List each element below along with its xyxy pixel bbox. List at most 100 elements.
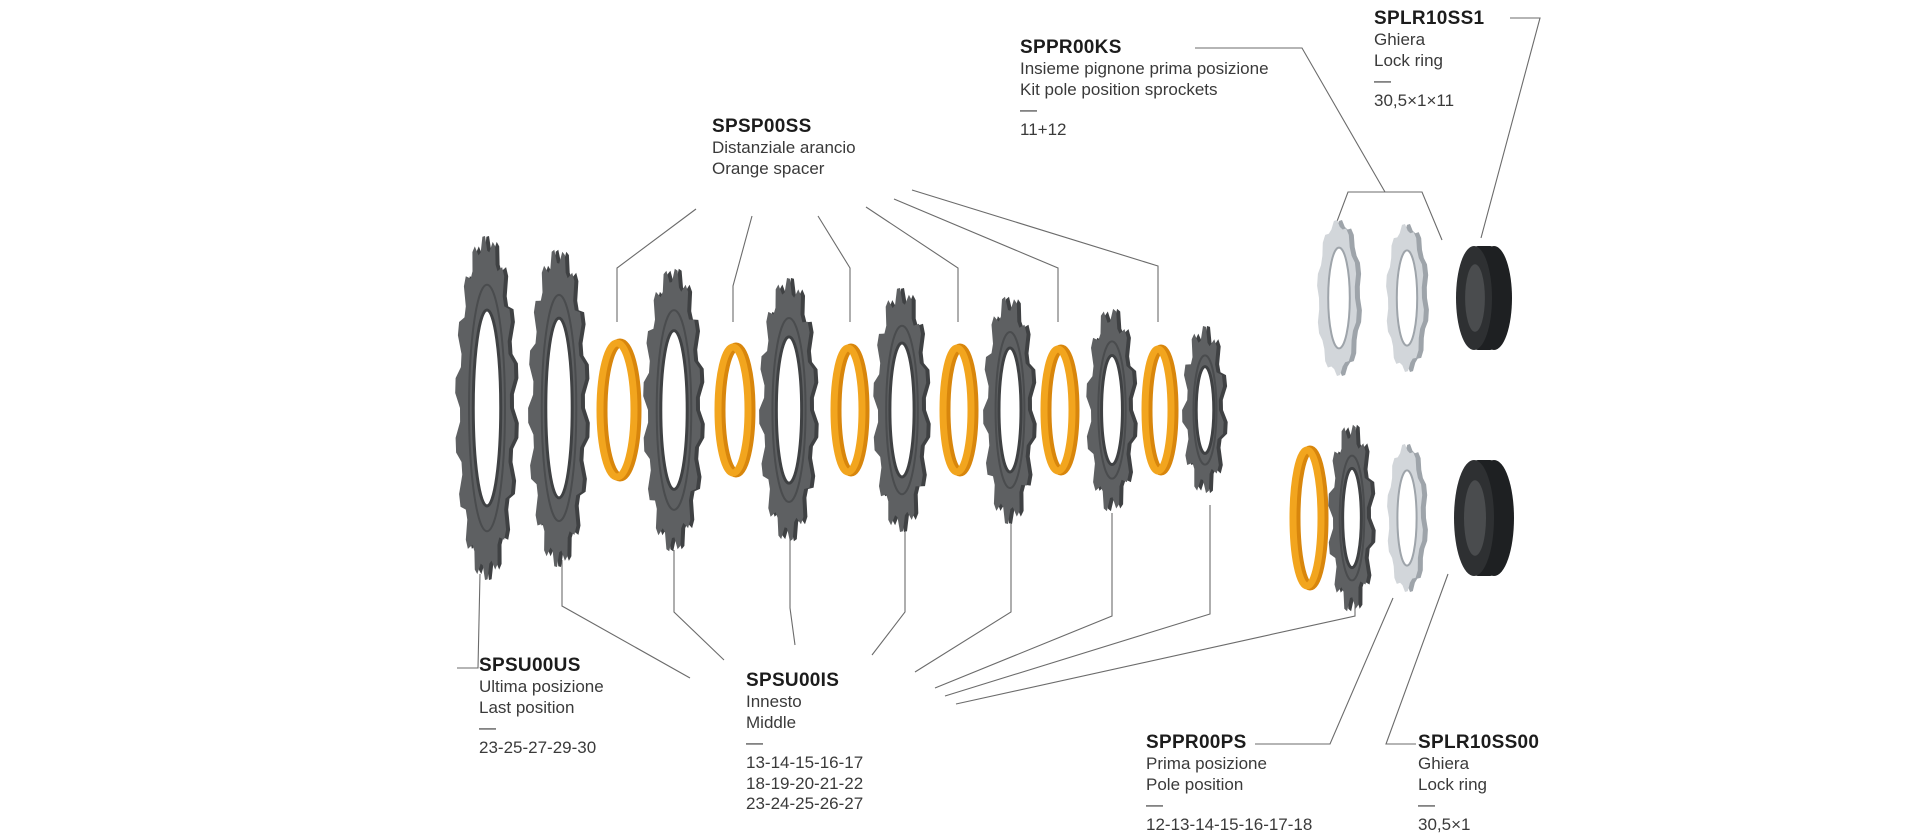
spacer-face: [830, 344, 866, 476]
cassette-parts: [455, 220, 1514, 612]
part-spec: 12-13-14-15-16-17-18: [1146, 815, 1313, 834]
leader-line: [1385, 573, 1449, 745]
part-name-en: Lock ring: [1418, 774, 1487, 794]
part-name-it: Ghiera: [1374, 30, 1426, 49]
sprocket-27: [643, 268, 705, 552]
sprocket-ring: [885, 324, 919, 496]
separator-dash: —: [1146, 795, 1163, 814]
part-name-it: Ghiera: [1418, 754, 1470, 773]
sprocket-bore: [1100, 353, 1124, 467]
carrier-bore: [1396, 469, 1418, 567]
leader-line: [914, 524, 1012, 673]
part-code: SPLR10SS00: [1418, 732, 1540, 753]
sprocket-bore: [544, 316, 574, 500]
spacer-face: [714, 343, 752, 477]
sprocket-ring: [1338, 454, 1366, 582]
sprocket-ring: [771, 316, 807, 504]
label-splr10ss00: SPLR10SS00 Ghiera Lock ring — 30,5×1: [1418, 732, 1539, 836]
spacer-face: [939, 344, 975, 476]
part-name-en: Pole position: [1146, 774, 1244, 794]
leader-line: [865, 206, 959, 322]
part-code: SPLR10SS1: [1374, 8, 1485, 29]
sprocket-bore: [1341, 466, 1363, 570]
part-spec-row-1: 13-14-15-16-17: [746, 753, 864, 772]
spacer-4: [939, 343, 979, 477]
separator-dash: —: [1374, 71, 1391, 90]
sprocket-30: [455, 236, 519, 580]
leader-line: [871, 532, 906, 656]
label-spsu00us: SPSU00US Ultima posizione Last position …: [479, 655, 604, 759]
spacer-3: [830, 343, 870, 477]
part-name-en: Last position: [479, 697, 575, 717]
leader-line: [955, 602, 1356, 705]
part-spec-row-3: 23-24-25-26-27: [746, 794, 864, 813]
sprocket-bore: [774, 335, 804, 485]
sprocket-ring: [655, 309, 693, 511]
leader-lines: [457, 17, 1541, 745]
part-name-en: Kit pole position sprockets: [1020, 79, 1218, 99]
carrier-bore: [1395, 249, 1419, 347]
spacer-6: [1141, 344, 1179, 476]
part-spec-row-2: 18-19-20-21-22: [746, 773, 864, 793]
part-code: SPSU00IS: [746, 670, 840, 691]
leader-line: [893, 198, 1059, 322]
lockring-splr10ss00: [1454, 460, 1514, 576]
part-name-it: Insieme pignone prima posizione: [1020, 59, 1269, 78]
spacer-face: [596, 339, 638, 481]
spacer-pole: [1289, 445, 1329, 591]
spacer-face: [1040, 345, 1076, 475]
sprocket-ring: [994, 331, 1026, 489]
separator-dash: —: [746, 733, 763, 752]
sprocket-21: [983, 296, 1037, 524]
separator-dash: —: [1418, 795, 1435, 814]
label-sppr00ks: SPPR00KS Insieme pignone prima posizione…: [1020, 37, 1269, 141]
sprocket-ring: [1097, 340, 1127, 480]
sprocket-bore: [888, 341, 916, 479]
leader-line: [457, 573, 481, 669]
leader-line: [944, 505, 1211, 697]
label-spsu00is: SPSU00IS Innesto Middle — 13-14-15-16-17…: [746, 670, 863, 815]
sprocket-bore: [471, 308, 503, 508]
part-name-en: Orange spacer: [712, 158, 825, 178]
leader-line: [789, 538, 796, 646]
part-name-en: Middle: [746, 712, 797, 732]
label-sppr00ps: SPPR00PS Prima posizione Pole position —…: [1146, 732, 1312, 836]
leader-line: [934, 513, 1113, 689]
leader-line: [561, 560, 691, 679]
label-spsp00ss: SPSP00SS Distanziale arancio Orange spac…: [712, 116, 856, 179]
part-spec: 11+12: [1020, 120, 1067, 139]
part-code: SPPR00PS: [1146, 732, 1247, 753]
leader-line: [616, 208, 697, 322]
lockring-splr10ss1: [1456, 246, 1512, 350]
lockring-thread: [1464, 480, 1486, 556]
part-name-it: Ultima posizione: [479, 677, 604, 696]
leader-line: [732, 215, 753, 322]
pole-kit-ring-12: [1386, 224, 1429, 372]
leader-line: [1329, 191, 1443, 241]
sprocket-25: [759, 278, 819, 542]
leader-line: [817, 215, 851, 322]
sprocket-19: [1086, 308, 1138, 512]
part-spec: 30,5×1×11: [1374, 91, 1455, 110]
separator-dash: —: [1020, 100, 1037, 119]
sprocket-bore: [1194, 365, 1216, 455]
sprocket-29: [528, 249, 590, 567]
spacer-1: [596, 338, 642, 482]
leader-line: [1255, 597, 1394, 745]
part-spec: 23-25-27-29-30: [479, 738, 597, 757]
pole-kit-ring-11: [1317, 220, 1362, 376]
spacer-5: [1040, 344, 1080, 476]
sprocket-ring: [468, 283, 506, 533]
leader-line: [911, 189, 1159, 322]
sprocket-bore: [997, 346, 1023, 474]
lockring-thread: [1465, 264, 1485, 332]
sprocket-ring: [1192, 354, 1218, 466]
part-code: SPSU00US: [479, 655, 581, 676]
part-spec: 30,5×1: [1418, 815, 1471, 834]
spacer-face: [1141, 345, 1175, 475]
part-name-it: Prima posizione: [1146, 754, 1267, 773]
separator-dash: —: [479, 718, 496, 737]
label-splr10ss1: SPLR10SS1 Ghiera Lock ring — 30,5×1×11: [1374, 8, 1484, 112]
spacer-face: [1289, 446, 1325, 590]
